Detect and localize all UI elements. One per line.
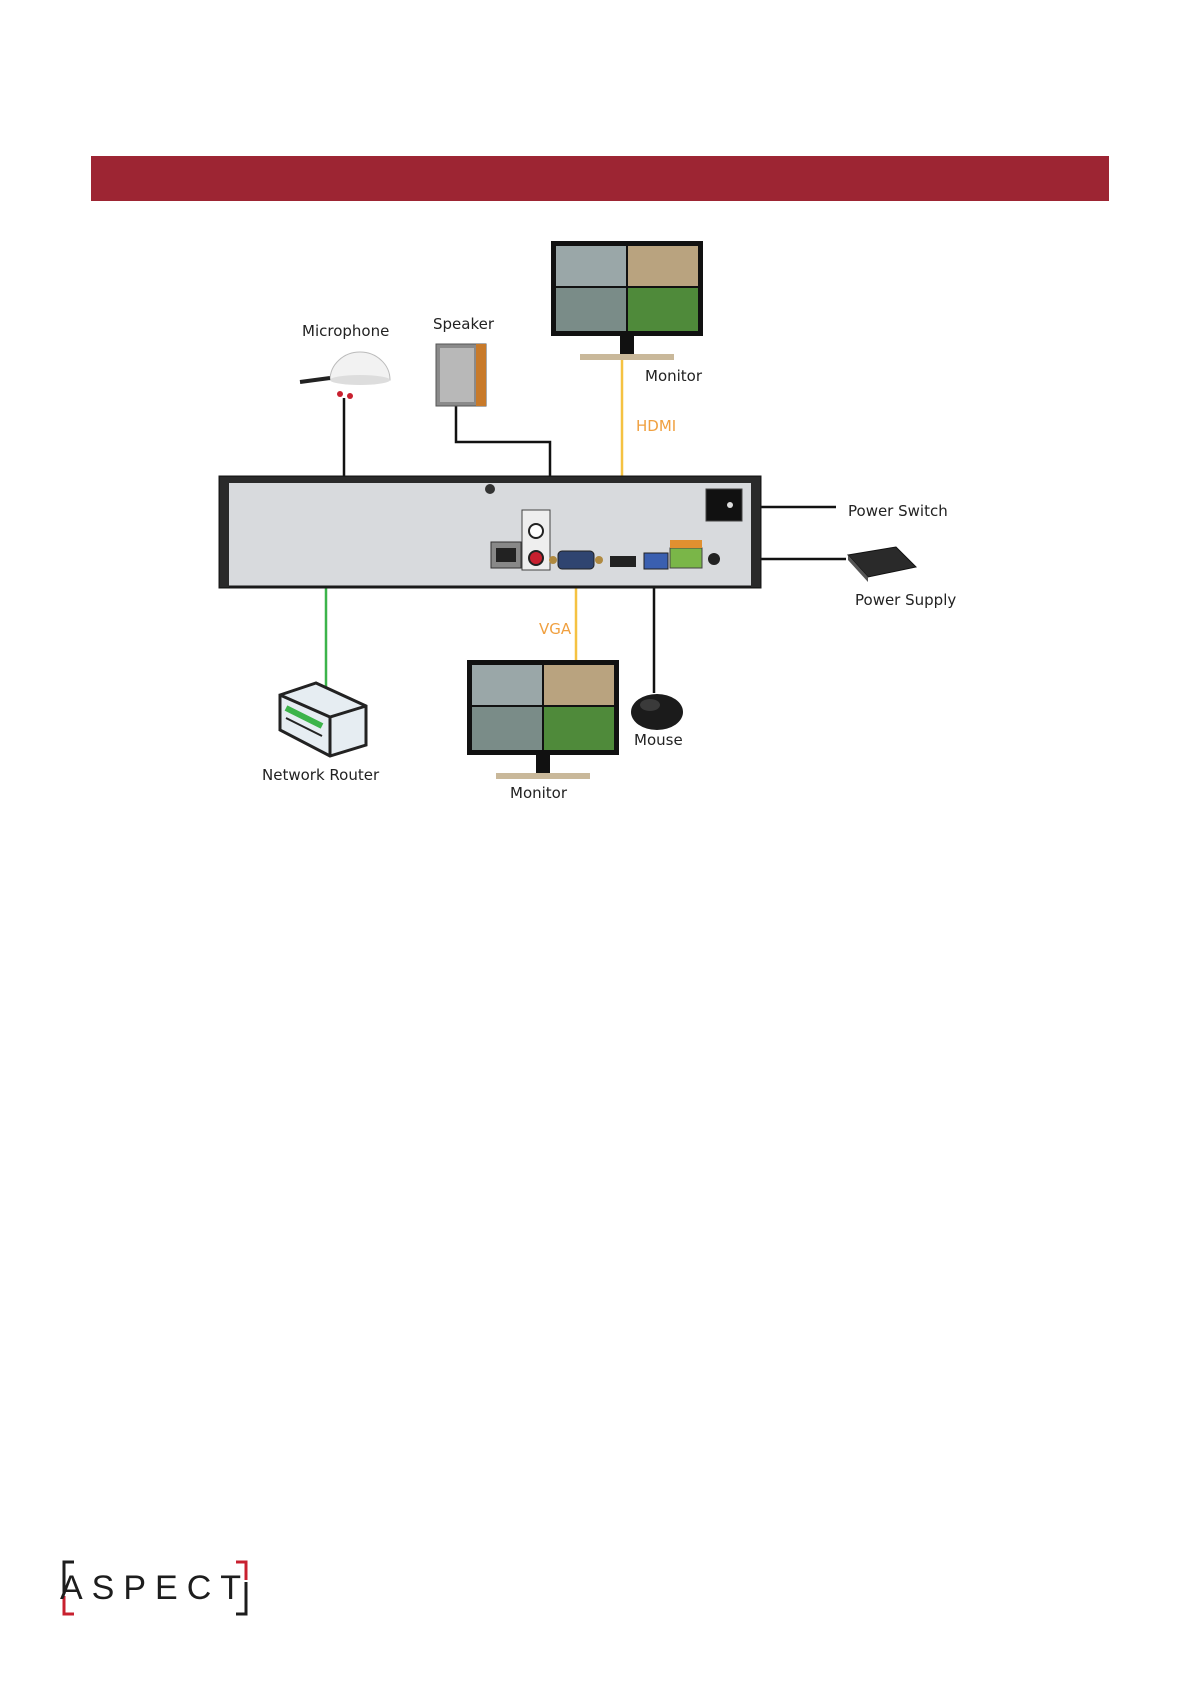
aspect-logo: ASPECT bbox=[60, 1560, 250, 1616]
power-supply-label: Power Supply bbox=[855, 591, 956, 609]
monitor-top-label: Monitor bbox=[645, 367, 703, 385]
hdmi-port bbox=[610, 556, 636, 567]
mouse-label: Mouse bbox=[634, 731, 683, 749]
speaker-device bbox=[436, 344, 486, 406]
mouse-device bbox=[631, 694, 683, 730]
monitor-bottom-label: Monitor bbox=[510, 784, 568, 802]
power-switch-label: Power Switch bbox=[848, 502, 948, 520]
network-router-label: Network Router bbox=[262, 766, 380, 784]
connection-diagram: Microphone Speaker Monitor HDMI Power Sw… bbox=[0, 0, 1191, 860]
alarm-terminal bbox=[670, 548, 702, 568]
audio-in-port bbox=[529, 524, 543, 538]
vga-label: VGA bbox=[539, 620, 572, 638]
hdmi-label: HDMI bbox=[636, 417, 676, 435]
monitor-top-device bbox=[551, 241, 703, 360]
dc-in-port bbox=[708, 553, 720, 565]
speaker-label: Speaker bbox=[433, 315, 495, 333]
network-router-device bbox=[280, 683, 366, 756]
power-switch-port bbox=[706, 489, 742, 521]
monitor-bottom-device bbox=[467, 660, 619, 779]
usb-port bbox=[644, 553, 668, 569]
power-supply-device bbox=[848, 547, 916, 582]
microphone-device bbox=[300, 352, 390, 399]
microphone-label: Microphone bbox=[302, 322, 389, 340]
nvr-rear-panel bbox=[220, 477, 760, 587]
audio-out-port bbox=[529, 551, 543, 565]
vga-port bbox=[558, 551, 594, 569]
logo-text: ASPECT bbox=[60, 1560, 250, 1616]
